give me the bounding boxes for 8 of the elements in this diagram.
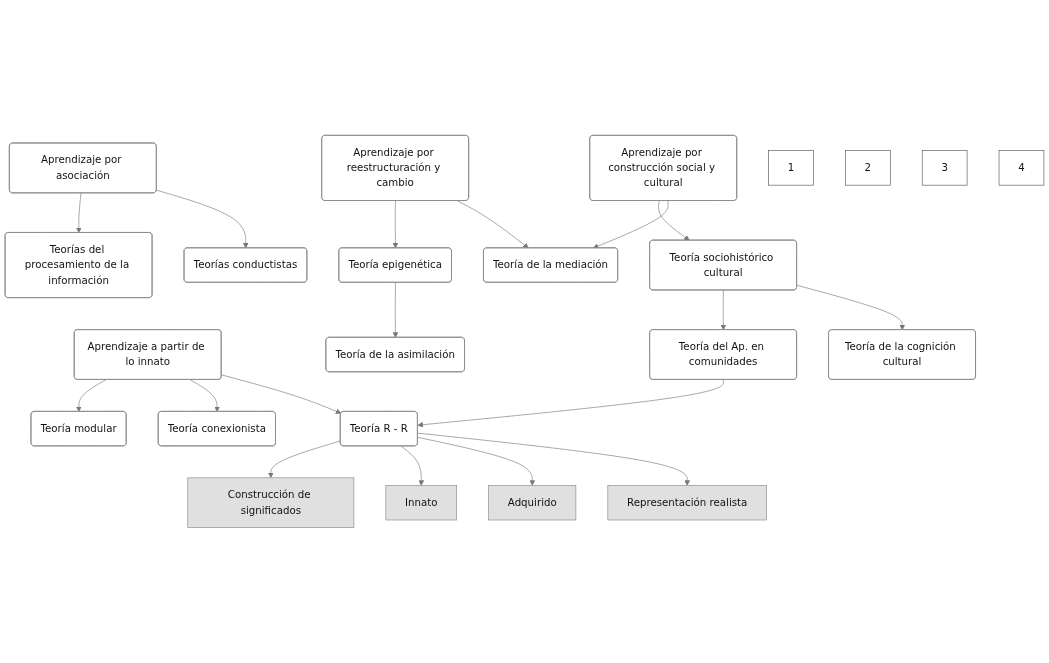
node-box: Adquirido (488, 485, 577, 521)
node-box: Construcción de significados (187, 477, 355, 528)
node-box: Innato (385, 485, 457, 521)
node-box: 2 (845, 150, 891, 186)
node-box: 3 (921, 150, 968, 186)
node-box: Representación realista (607, 485, 767, 521)
node-box: 1 (768, 150, 814, 186)
node-box: 4 (998, 150, 1045, 186)
